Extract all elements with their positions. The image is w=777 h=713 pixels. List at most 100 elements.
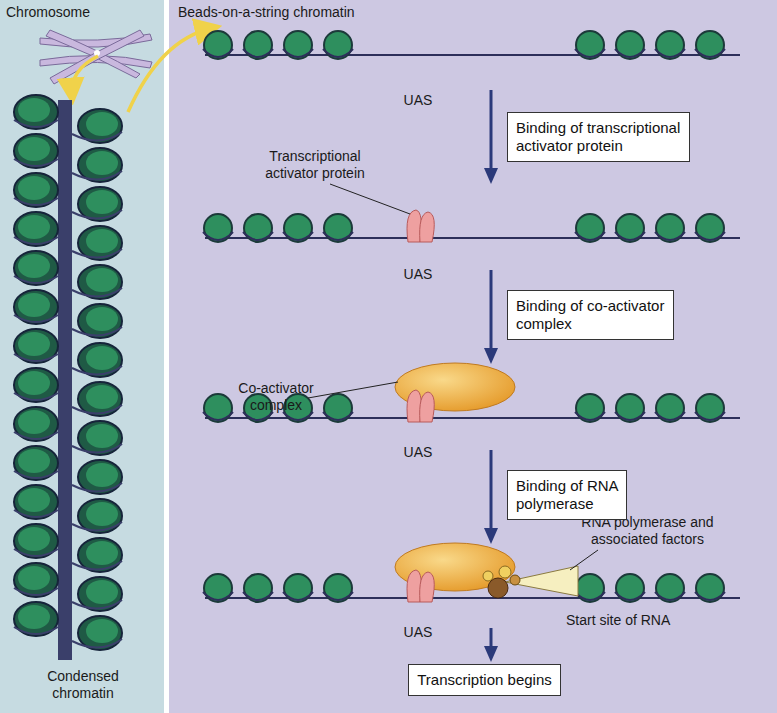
label: Transcriptional activator protein <box>250 148 380 182</box>
dna <box>655 232 685 240</box>
right-panel <box>169 0 777 713</box>
nucleosome <box>86 580 118 604</box>
nucleosome <box>14 485 58 519</box>
nucleosome <box>86 346 118 370</box>
label: Condensed chromatin <box>18 668 148 702</box>
nucleosome <box>616 574 644 602</box>
label: UAS <box>396 266 440 283</box>
dna <box>14 198 58 205</box>
nucleosome <box>14 95 58 129</box>
step-text: Binding of RNA polymerase <box>516 477 618 513</box>
nucleosome <box>244 31 272 59</box>
zoom-arrow <box>128 28 212 112</box>
nucleosome <box>14 446 58 480</box>
nucleosome <box>14 212 58 246</box>
dna <box>72 288 122 297</box>
zoom-arrow <box>72 56 98 95</box>
nucleosome <box>14 407 58 441</box>
dna <box>14 510 58 517</box>
dna <box>323 49 353 57</box>
beads-on-a-string <box>203 31 740 602</box>
dna <box>655 49 685 57</box>
nucleosome <box>324 394 352 422</box>
nucleosome <box>86 619 118 643</box>
dna <box>72 639 122 648</box>
nucleosome <box>576 394 604 422</box>
label: Co-activator complex <box>236 380 316 414</box>
dna <box>695 412 725 420</box>
dna <box>14 432 58 439</box>
dna <box>14 354 58 361</box>
activator-protein <box>407 210 434 242</box>
dna <box>14 471 58 478</box>
leader-line <box>330 184 410 214</box>
step-text: Binding of transcriptional activator pro… <box>516 119 681 155</box>
dna <box>243 232 273 240</box>
nucleosome <box>284 574 312 602</box>
nucleosome <box>18 605 50 629</box>
nucleosome <box>616 31 644 59</box>
nucleosome <box>86 268 118 292</box>
step-box: Binding of transcriptional activator pro… <box>507 112 690 162</box>
nucleosome <box>18 254 50 278</box>
label: UAS <box>396 624 440 641</box>
nucleosome <box>18 371 50 395</box>
nucleosome <box>284 214 312 242</box>
nucleosome <box>616 394 644 422</box>
nucleosome <box>18 332 50 356</box>
dna <box>14 120 58 127</box>
nucleosome <box>204 574 232 602</box>
nucleosome <box>204 214 232 242</box>
dna <box>72 522 122 531</box>
dna <box>72 249 122 258</box>
dna <box>72 561 122 570</box>
dna <box>283 49 313 57</box>
dna <box>283 232 313 240</box>
dna <box>14 276 58 283</box>
nucleosome <box>18 527 50 551</box>
nucleosome <box>86 502 118 526</box>
nucleosome <box>14 134 58 168</box>
nucleosome <box>204 31 232 59</box>
nucleosome <box>14 563 58 597</box>
dna <box>323 232 353 240</box>
dna <box>72 600 122 609</box>
nucleosome <box>656 394 684 422</box>
nucleosome <box>14 329 58 363</box>
nucleosome <box>18 410 50 434</box>
dna <box>72 171 122 180</box>
dna <box>203 592 233 600</box>
nucleosome <box>14 251 58 285</box>
dna <box>575 592 605 600</box>
nucleosome <box>14 602 58 636</box>
co-activator-complex <box>395 363 515 422</box>
nucleosome <box>18 215 50 239</box>
dna <box>72 327 122 336</box>
nucleosome <box>18 293 50 317</box>
nucleosome <box>284 31 312 59</box>
nucleosome <box>18 98 50 122</box>
nucleosome <box>696 31 724 59</box>
nucleosome <box>86 112 118 136</box>
result-box: Transcription begins <box>408 664 561 696</box>
dna <box>695 232 725 240</box>
nucleosome <box>18 449 50 473</box>
nucleosome <box>14 524 58 558</box>
nucleosome <box>18 176 50 200</box>
nucleosome <box>204 394 232 422</box>
nucleosome <box>696 574 724 602</box>
dna <box>72 366 122 375</box>
step-text: Transcription begins <box>417 671 552 689</box>
dna <box>203 232 233 240</box>
chromatin-axis <box>58 100 72 660</box>
dna <box>72 210 122 219</box>
dna <box>14 549 58 556</box>
nucleosome <box>696 214 724 242</box>
dna <box>615 412 645 420</box>
dna <box>14 159 58 166</box>
dna <box>655 412 685 420</box>
nucleosome <box>616 214 644 242</box>
label: Start site of RNA <box>566 612 706 629</box>
label: UAS <box>396 92 440 109</box>
